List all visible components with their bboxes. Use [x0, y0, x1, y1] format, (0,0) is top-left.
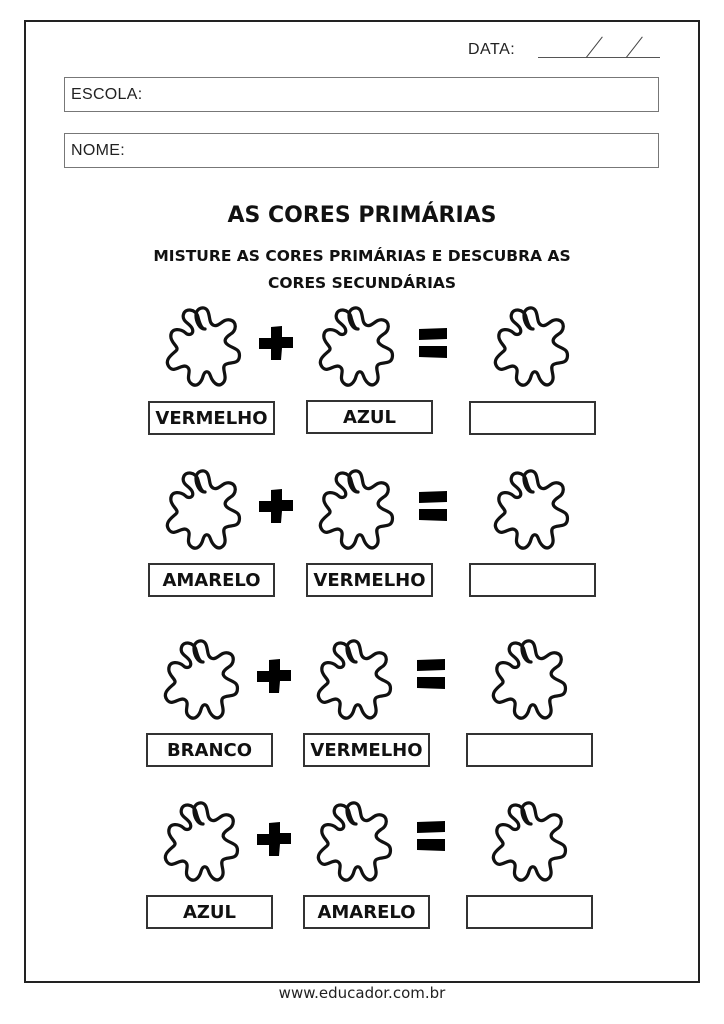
color-b-label: VERMELHO: [303, 733, 430, 767]
paint-splat-icon: [486, 633, 576, 727]
paint-splat-icon: [488, 463, 578, 557]
plus-icon: [259, 326, 293, 360]
instruction-line-2: CORES SECUNDÁRIAS: [267, 274, 457, 292]
color-a-label: BRANCO: [146, 733, 273, 767]
paint-splat-icon: [160, 463, 250, 557]
plus-icon: [259, 489, 293, 523]
color-b-label: VERMELHO: [306, 563, 433, 597]
paint-splat-icon: [158, 633, 248, 727]
color-b-label: AZUL: [306, 400, 433, 434]
name-field[interactable]: NOME:: [64, 133, 659, 168]
paint-splat-icon: [311, 633, 401, 727]
result-answer-box[interactable]: [466, 733, 593, 767]
paint-splat-icon: [313, 300, 403, 394]
paint-splat-icon: [158, 795, 248, 889]
color-a-label: AZUL: [146, 895, 273, 929]
name-label: NOME:: [71, 141, 125, 159]
date-field[interactable]: DATA:: [468, 36, 660, 62]
paint-splat-icon: [160, 300, 250, 394]
color-a-label: AMARELO: [148, 563, 275, 597]
date-underline: [538, 57, 660, 58]
equals-icon: [417, 659, 445, 689]
result-answer-box[interactable]: [466, 895, 593, 929]
result-answer-box[interactable]: [469, 401, 596, 435]
paint-splat-icon: [311, 795, 401, 889]
equals-icon: [417, 821, 445, 851]
plus-icon: [257, 822, 291, 856]
paint-splat-icon: [486, 795, 576, 889]
footer-website: www.educador.com.br: [278, 984, 446, 1002]
color-a-label: VERMELHO: [148, 401, 275, 435]
date-label: DATA:: [468, 41, 516, 58]
plus-icon: [257, 659, 291, 693]
instruction-line-1: MISTURE AS CORES PRIMÁRIAS E DESCUBRA AS: [153, 247, 571, 265]
paint-splat-icon: [488, 300, 578, 394]
page-border: [24, 20, 700, 983]
worksheet-title: AS CORES PRIMÁRIAS: [227, 203, 497, 228]
result-answer-box[interactable]: [469, 563, 596, 597]
color-b-label: AMARELO: [303, 895, 430, 929]
school-field[interactable]: ESCOLA:: [64, 77, 659, 112]
equals-icon: [419, 328, 447, 358]
equals-icon: [419, 491, 447, 521]
paint-splat-icon: [313, 463, 403, 557]
school-label: ESCOLA:: [71, 85, 143, 103]
